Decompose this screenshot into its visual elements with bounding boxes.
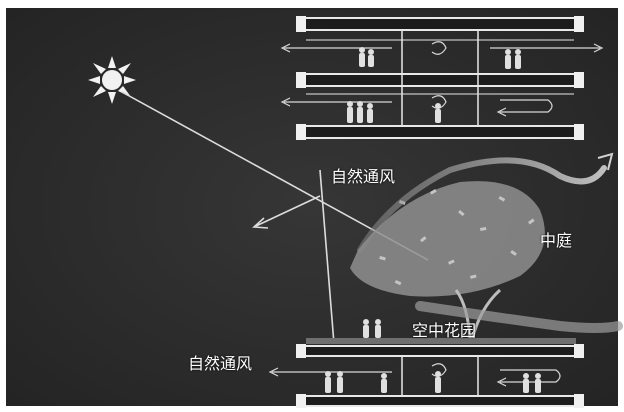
person-figure-icon xyxy=(325,319,541,393)
airflow-arrow-icon xyxy=(357,152,623,333)
sky-garden-label: 空中花园 xyxy=(412,321,477,340)
airflow-arrow-icon xyxy=(280,41,604,117)
atrium-label: 中庭 xyxy=(540,231,573,250)
upper-building-section xyxy=(296,16,584,140)
natural-ventilation-label: 自然通风 xyxy=(331,167,396,186)
natural-ventilation-label: 自然通风 xyxy=(188,354,253,373)
person-figure-icon xyxy=(347,47,521,123)
lower-building-section xyxy=(296,338,584,408)
